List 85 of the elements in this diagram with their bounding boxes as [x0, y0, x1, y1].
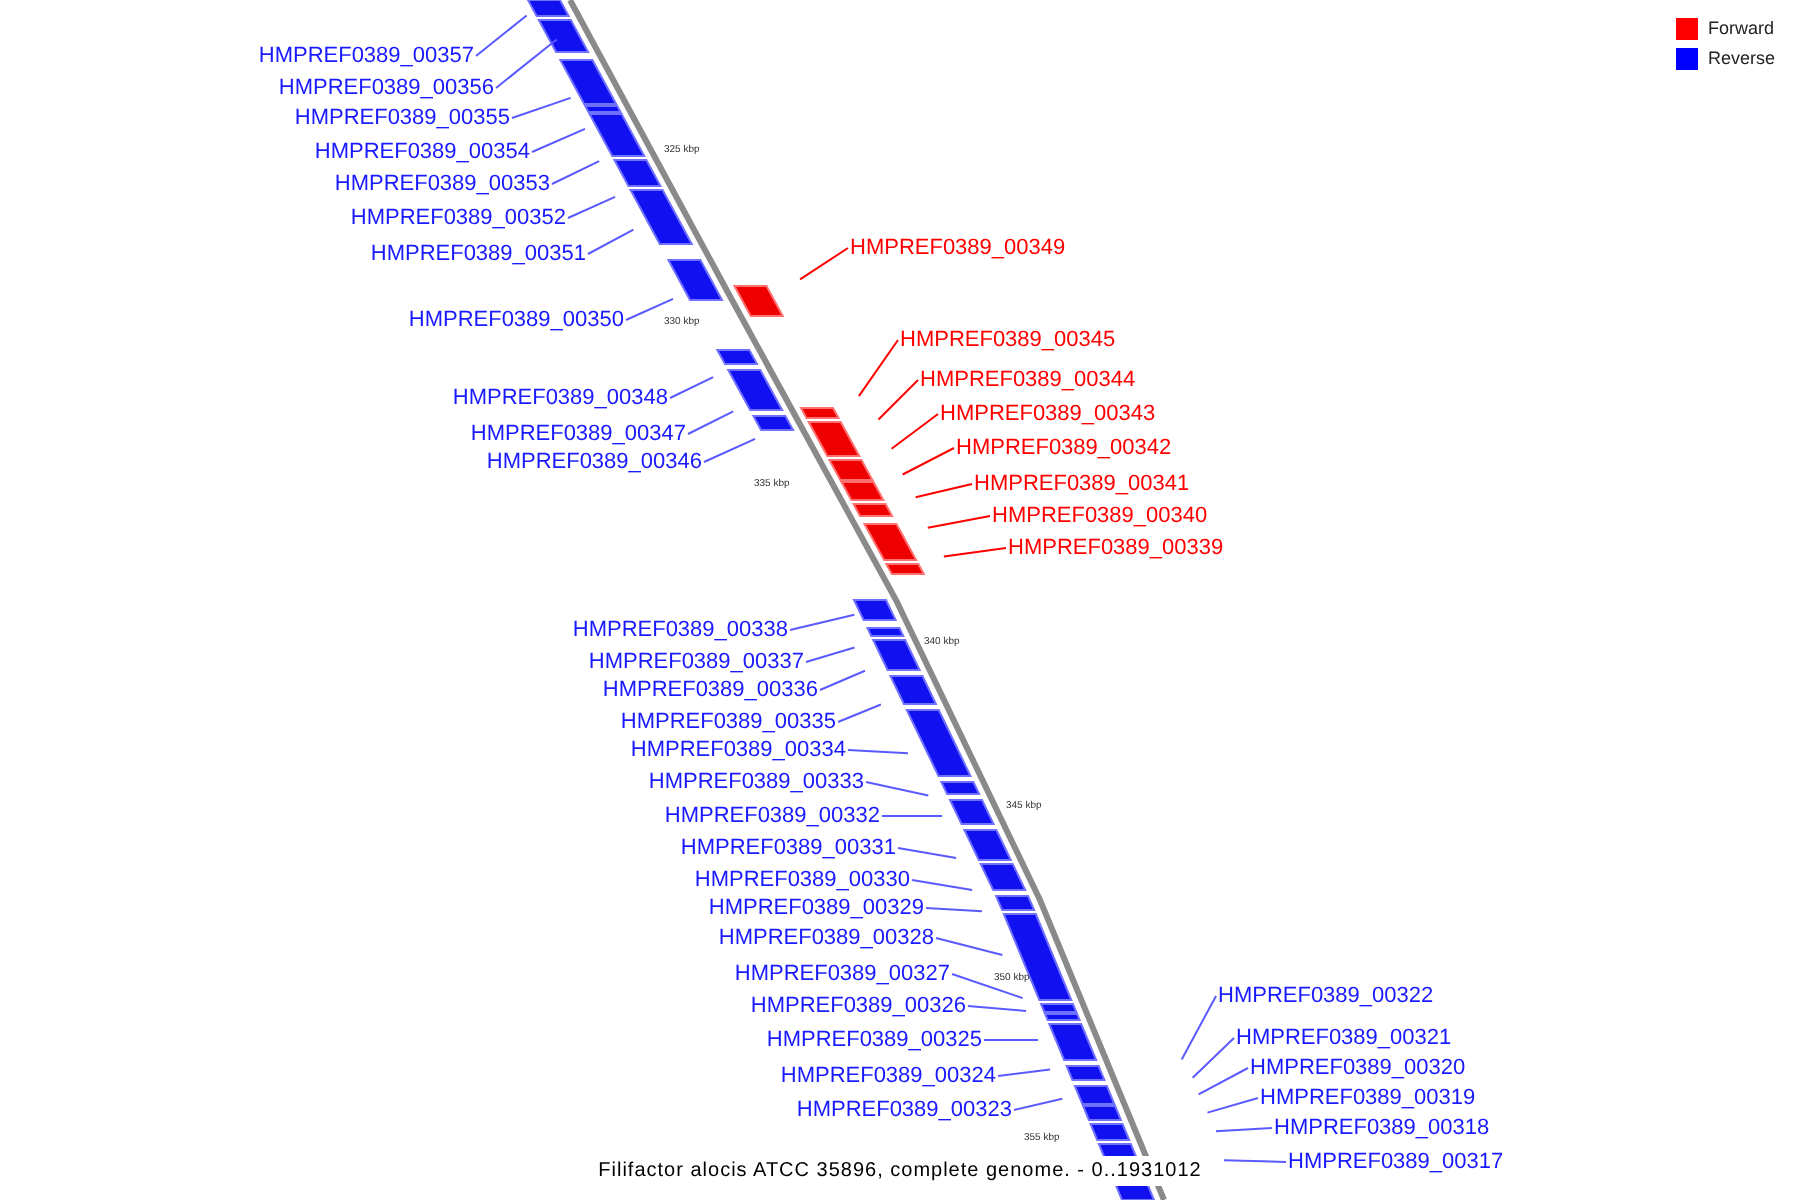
gene-label: HMPREF0389_00320 [1250, 1054, 1466, 1082]
gene-label: HMPREF0389_00334 [630, 736, 846, 764]
gene-label: HMPREF0389_00347 [470, 420, 686, 448]
legend-label: Reverse [1708, 48, 1776, 70]
leader-line [857, 339, 899, 398]
leader-line [625, 297, 675, 321]
gene-label: HMPREF0389_00352 [350, 204, 566, 232]
gene-label: HMPREF0389_00356 [278, 74, 494, 102]
gene-label: HMPREF0389_00355 [294, 104, 510, 132]
gene-label: HMPREF0389_00324 [780, 1062, 996, 1090]
leader-line [926, 515, 991, 529]
leader-line [1197, 1067, 1249, 1096]
leader-line [1215, 1127, 1273, 1133]
leader-line [935, 937, 1004, 956]
caption: Filifactor alocis ATCC 35896, complete genome. - 0..1931012 [594, 1156, 1206, 1186]
gene-label: HMPREF0389_00319 [1260, 1084, 1476, 1112]
gene-label: HMPREF0389_00330 [694, 866, 910, 894]
leader-line [703, 437, 757, 463]
leader-line [587, 228, 635, 255]
leader-line [951, 973, 1024, 1000]
gene-label: HMPREF0389_00323 [796, 1096, 1012, 1124]
leader-line [1191, 1037, 1235, 1079]
gene-label: HMPREF0389_00345 [900, 326, 1116, 354]
gene-label: HMPREF0389_00344 [920, 366, 1136, 394]
gene-label: HMPREF0389_00327 [734, 960, 950, 988]
leader-line [789, 613, 856, 631]
leader-line [897, 847, 958, 859]
gene-label: HMPREF0389_00354 [314, 138, 530, 166]
gene-label: HMPREF0389_00337 [588, 648, 804, 676]
gene-label: HMPREF0389_00321 [1236, 1024, 1452, 1052]
leader-line [997, 1068, 1052, 1077]
gene-label: HMPREF0389_00351 [370, 240, 586, 268]
gene-label: HMPREF0389_00353 [334, 170, 550, 198]
leader-line [531, 127, 586, 153]
gene-label: HMPREF0389_00335 [620, 708, 836, 736]
leader-line [914, 483, 973, 499]
leader-line [881, 815, 943, 817]
leader-line [1223, 1159, 1287, 1163]
leader-line [567, 195, 617, 219]
leader-line [837, 703, 882, 723]
leader-line [967, 1005, 1028, 1012]
leader-line [942, 547, 1007, 558]
gene-label: HMPREF0389_00342 [956, 434, 1172, 462]
gene-label: HMPREF0389_00326 [750, 992, 966, 1020]
gene-label: HMPREF0389_00340 [992, 502, 1208, 530]
gene-label: HMPREF0389_00341 [974, 470, 1190, 498]
leader-line [877, 379, 919, 421]
gene-label: HMPREF0389_00328 [718, 924, 934, 952]
leader-line [819, 669, 866, 691]
gene-label: HMPREF0389_00343 [940, 400, 1156, 428]
leader-line [669, 376, 715, 399]
gene-label: HMPREF0389_00331 [680, 834, 896, 862]
leader-line [475, 14, 528, 57]
gene-label: HMPREF0389_00338 [572, 616, 788, 644]
leader-line [551, 160, 601, 185]
leader-line [847, 749, 909, 755]
gene-label: HMPREF0389_00333 [648, 768, 864, 796]
gene-label: HMPREF0389_00349 [850, 234, 1066, 262]
leader-line [983, 1039, 1039, 1041]
leader-line [901, 447, 955, 476]
gene-label: HMPREF0389_00357 [258, 42, 474, 70]
gene-label: HMPREF0389_00350 [408, 306, 624, 334]
leader-line [805, 646, 856, 663]
leader-line [925, 907, 983, 913]
gene-label: HMPREF0389_00329 [708, 894, 924, 922]
leader-line [687, 410, 735, 435]
leader-line [865, 781, 930, 797]
gene-label: HMPREF0389_00325 [766, 1026, 982, 1054]
gene-label: HMPREF0389_00332 [664, 802, 880, 830]
legend-label: Forward [1708, 18, 1775, 40]
leader-line [799, 247, 849, 281]
leader-line [911, 879, 974, 892]
gene-label: HMPREF0389_00318 [1274, 1114, 1490, 1142]
gene-label: HMPREF0389_00348 [452, 384, 668, 412]
gene-label: HMPREF0389_00336 [602, 676, 818, 704]
gene-label: HMPREF0389_00317 [1288, 1148, 1504, 1176]
leader-line [511, 96, 572, 119]
gene-label: HMPREF0389_00322 [1218, 982, 1434, 1010]
leader-line [1180, 995, 1217, 1061]
gene-label: HMPREF0389_00339 [1008, 534, 1224, 562]
gene-label: HMPREF0389_00346 [486, 448, 702, 476]
leader-line [495, 38, 558, 89]
leader-line [890, 413, 939, 450]
leader-line [1206, 1097, 1259, 1114]
leader-line [1013, 1097, 1064, 1111]
